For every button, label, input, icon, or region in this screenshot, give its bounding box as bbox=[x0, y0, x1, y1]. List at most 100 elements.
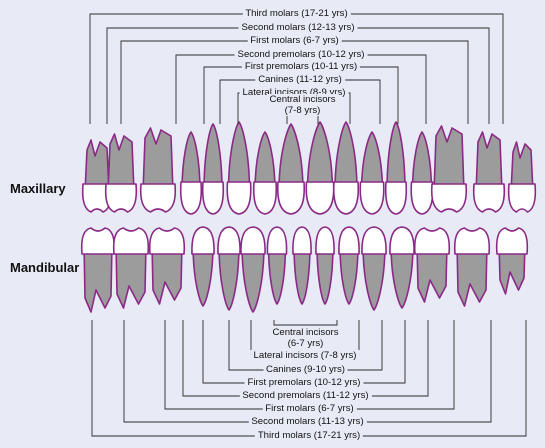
tooth-crown bbox=[472, 183, 506, 213]
tooth-root bbox=[203, 123, 223, 193]
tooth-root bbox=[241, 243, 265, 313]
tooth-crown bbox=[217, 226, 241, 255]
mandibular-tooth bbox=[361, 226, 387, 311]
maxillary-tooth bbox=[507, 141, 537, 213]
tooth-root bbox=[192, 243, 214, 307]
tooth-root bbox=[316, 243, 334, 305]
mandibular-label: Mandibular bbox=[10, 260, 80, 275]
tooth-crown bbox=[332, 181, 360, 215]
maxillary-eruption-label: Central incisors (7-8 yrs) bbox=[266, 94, 339, 116]
maxillary-eruption-label: Third molars (17-21 yrs) bbox=[242, 8, 351, 19]
maxillary-tooth bbox=[226, 121, 252, 215]
tooth-crown bbox=[240, 226, 266, 255]
tooth-crown bbox=[80, 227, 116, 255]
mandibular-tooth bbox=[240, 226, 266, 313]
maxillary-tooth bbox=[104, 133, 138, 213]
tooth-crown bbox=[384, 181, 408, 215]
maxillary-tooth bbox=[276, 123, 306, 215]
tooth-crown bbox=[507, 183, 537, 213]
mandibular-eruption-label: Second molars (11-13 yrs) bbox=[248, 416, 367, 427]
mandibular-tooth bbox=[191, 226, 215, 307]
tooth-crown bbox=[495, 227, 529, 255]
mandibular-tooth bbox=[315, 226, 335, 305]
tooth-root bbox=[293, 243, 311, 305]
maxillary-label: Maxillary bbox=[10, 181, 66, 196]
mandibular-tooth bbox=[292, 226, 312, 305]
maxillary-eruption-label: Second premolars (10-12 yrs) bbox=[234, 49, 368, 60]
maxillary-tooth bbox=[430, 125, 468, 213]
mandibular-tooth bbox=[80, 227, 116, 313]
tooth-crown bbox=[276, 181, 306, 215]
maxillary-eruption-label: Lateral incisors (8-9 yrs) bbox=[239, 87, 349, 98]
tooth-crown bbox=[292, 226, 312, 255]
maxillary-eruption-label: Canines (11-12 yrs) bbox=[255, 74, 345, 85]
mandibular-tooth bbox=[266, 226, 288, 305]
tooth-crown bbox=[315, 226, 335, 255]
maxillary-eruption-label: First molars (6-7 yrs) bbox=[247, 35, 342, 46]
tooth-root bbox=[339, 243, 359, 305]
tooth-crown bbox=[148, 227, 186, 255]
tooth-root bbox=[390, 243, 414, 309]
tooth-root bbox=[411, 131, 433, 193]
maxillary-tooth bbox=[472, 131, 506, 213]
mandibular-eruption-label: Third molars (17-21 yrs) bbox=[254, 430, 364, 441]
mandibular-eruption-label: Central incisors (6-7 yrs) bbox=[269, 327, 342, 349]
maxillary-eruption-label: Second molars (12-13 yrs) bbox=[238, 22, 358, 33]
tooth-root bbox=[334, 121, 358, 193]
mandibular-eruption-label: Canines (9-10 yrs) bbox=[263, 364, 348, 375]
tooth-root bbox=[362, 243, 386, 311]
tooth-root bbox=[278, 123, 304, 193]
tooth-crown bbox=[359, 181, 385, 215]
mandibular-bracket bbox=[273, 320, 338, 326]
tooth-root bbox=[218, 243, 240, 311]
mandibular-tooth bbox=[389, 226, 415, 309]
tooth-crown bbox=[413, 227, 451, 255]
tooth-crown bbox=[191, 226, 215, 255]
mandibular-tooth bbox=[112, 227, 150, 309]
maxillary-tooth bbox=[252, 131, 278, 215]
tooth-crown bbox=[266, 226, 288, 255]
maxillary-tooth bbox=[201, 123, 225, 215]
tooth-crown bbox=[112, 227, 150, 255]
tooth-root bbox=[254, 131, 276, 193]
tooth-crown bbox=[361, 226, 387, 255]
tooth-root bbox=[306, 121, 334, 193]
tooth-root bbox=[181, 131, 201, 193]
mandibular-tooth bbox=[453, 227, 491, 307]
mandibular-tooth bbox=[217, 226, 241, 311]
mandibular-eruption-label: Lateral incisors (7-8 yrs) bbox=[250, 350, 360, 361]
maxillary-tooth bbox=[139, 127, 177, 213]
tooth-crown bbox=[453, 227, 491, 255]
tooth-crown bbox=[104, 183, 138, 213]
tooth-root bbox=[227, 121, 251, 193]
tooth-root bbox=[267, 243, 287, 305]
maxillary-tooth bbox=[179, 131, 203, 215]
tooth-crown bbox=[410, 181, 434, 215]
tooth-crown bbox=[179, 181, 203, 215]
maxillary-tooth bbox=[410, 131, 434, 215]
mandibular-tooth bbox=[148, 227, 186, 305]
tooth-crown bbox=[338, 226, 360, 255]
mandibular-eruption-label: First molars (6-7 yrs) bbox=[262, 403, 357, 414]
mandibular-tooth bbox=[413, 227, 451, 303]
tooth-crown bbox=[389, 226, 415, 255]
tooth-root bbox=[142, 127, 174, 193]
tooth-crown bbox=[252, 181, 278, 215]
tooth-root bbox=[360, 131, 384, 193]
maxillary-tooth bbox=[359, 131, 385, 215]
maxillary-tooth bbox=[305, 121, 335, 215]
maxillary-eruption-label: First premolars (10-11 yrs) bbox=[241, 61, 361, 72]
tooth-crown bbox=[226, 181, 252, 215]
mandibular-eruption-label: Second premolars (11-12 yrs) bbox=[239, 390, 372, 401]
mandibular-tooth bbox=[495, 227, 529, 295]
mandibular-eruption-label: First premolars (10-12 yrs) bbox=[244, 377, 364, 388]
tooth-root bbox=[433, 125, 465, 193]
tooth-root bbox=[386, 121, 406, 193]
tooth-crown bbox=[139, 183, 177, 213]
mandibular-tooth bbox=[338, 226, 360, 305]
maxillary-teeth bbox=[81, 121, 537, 215]
tooth-crown bbox=[430, 183, 468, 213]
tooth-crown bbox=[305, 181, 335, 215]
tooth-root bbox=[475, 131, 503, 193]
